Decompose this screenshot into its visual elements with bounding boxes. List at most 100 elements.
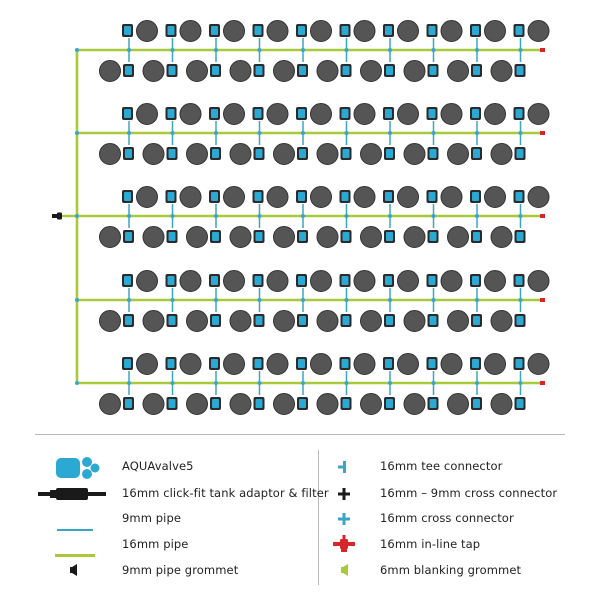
plant-pot [99, 60, 121, 82]
plant-pot [403, 143, 426, 165]
plant-pot [484, 103, 506, 125]
plant-pot [273, 143, 295, 165]
valve-window [212, 399, 219, 408]
aquavalve-bottom [142, 216, 178, 248]
legend-label-pipe-9mm: 9mm pipe [122, 511, 182, 525]
plant-pot [397, 103, 419, 125]
aquavalve-top [513, 103, 550, 135]
valve-rows [75, 20, 550, 415]
valve-window [429, 232, 437, 241]
valve-window [515, 109, 523, 118]
valve-window [125, 232, 132, 241]
aquavalve-bottom [99, 300, 134, 332]
plant-pot [99, 310, 121, 332]
aquavalve-bottom [447, 133, 482, 165]
aquavalve-top [209, 186, 245, 218]
aquavalve-bottom [360, 383, 395, 415]
aquavalve-bottom [229, 216, 265, 248]
plant-pot [490, 226, 513, 248]
valve-window [168, 399, 176, 408]
valve-window [342, 399, 350, 408]
valve-window [516, 399, 524, 408]
aquavalve-bottom [360, 133, 395, 165]
valve-window [428, 109, 436, 118]
valve-window [125, 399, 132, 408]
valve-window [341, 109, 349, 118]
cross-connector-16-icon [337, 511, 351, 530]
blanking-grommet-icon [340, 562, 350, 581]
valve-row [75, 270, 550, 332]
aquavalve-bottom [490, 300, 526, 332]
aquavalve-top [122, 270, 158, 302]
valve-window [298, 359, 305, 368]
valve-window [212, 316, 219, 325]
valve-window [472, 359, 479, 368]
plant-pot [186, 310, 208, 332]
aquavalve-bottom [316, 133, 352, 165]
valve-window [472, 26, 479, 35]
row-end-tap [540, 131, 545, 135]
valve-row [75, 353, 550, 415]
valve-window [125, 316, 132, 325]
aquavalve-top [122, 353, 158, 385]
valve-window [255, 316, 263, 325]
plant-pot [527, 353, 550, 375]
valve-window [473, 66, 480, 75]
plant-pot [316, 310, 339, 332]
valve-window [212, 66, 219, 75]
valve-window [299, 399, 306, 408]
valve-window [211, 276, 218, 285]
plant-pot [527, 270, 550, 292]
aquavalve-top [339, 270, 376, 302]
valve-window [516, 149, 524, 158]
plant-pot [99, 143, 121, 165]
valve-window [428, 359, 436, 368]
plant-pot [440, 20, 463, 42]
aquavalve-top [470, 353, 506, 385]
aquavalve-bottom [186, 383, 221, 415]
plant-pot [142, 310, 165, 332]
plant-pot [447, 310, 469, 332]
aquavalve-top [513, 353, 550, 385]
legend-column-separator [318, 450, 319, 585]
aquavalve-bottom [186, 300, 221, 332]
plant-pot [310, 270, 332, 292]
valve-window [473, 149, 480, 158]
valve-window [299, 232, 306, 241]
aquavalve-bottom [403, 300, 439, 332]
valve-row [75, 186, 550, 248]
aquavalve-icon [55, 455, 101, 485]
aquavalve-top [122, 103, 158, 135]
valve-window [299, 66, 306, 75]
tank-inlet [52, 212, 62, 220]
aquavalve-bottom [316, 383, 352, 415]
aquavalve-top [209, 353, 245, 385]
plant-pot [440, 270, 463, 292]
plant-pot [273, 226, 295, 248]
valve-window [386, 316, 393, 325]
valve-window [385, 192, 392, 201]
aquavalve-bottom [490, 383, 526, 415]
plant-pot [142, 60, 165, 82]
valve-window [299, 316, 306, 325]
aquavalve-top [339, 186, 376, 218]
plant-pot [353, 103, 376, 125]
valve-window [254, 26, 262, 35]
aquavalve-bottom [316, 300, 352, 332]
valve-row [75, 20, 550, 82]
plant-pot [490, 393, 513, 415]
valve-window [341, 26, 349, 35]
valve-window [212, 232, 219, 241]
plant-pot [179, 20, 202, 42]
plant-pot [310, 186, 332, 208]
aquavalve-top [252, 20, 289, 52]
plant-pot [440, 353, 463, 375]
plant-pot [229, 310, 252, 332]
plant-pot [186, 143, 208, 165]
plant-pot [353, 270, 376, 292]
valve-window [168, 149, 176, 158]
valve-window [473, 399, 480, 408]
aquavalve-top [426, 186, 463, 218]
plant-pot [440, 103, 463, 125]
plant-pot [316, 393, 339, 415]
